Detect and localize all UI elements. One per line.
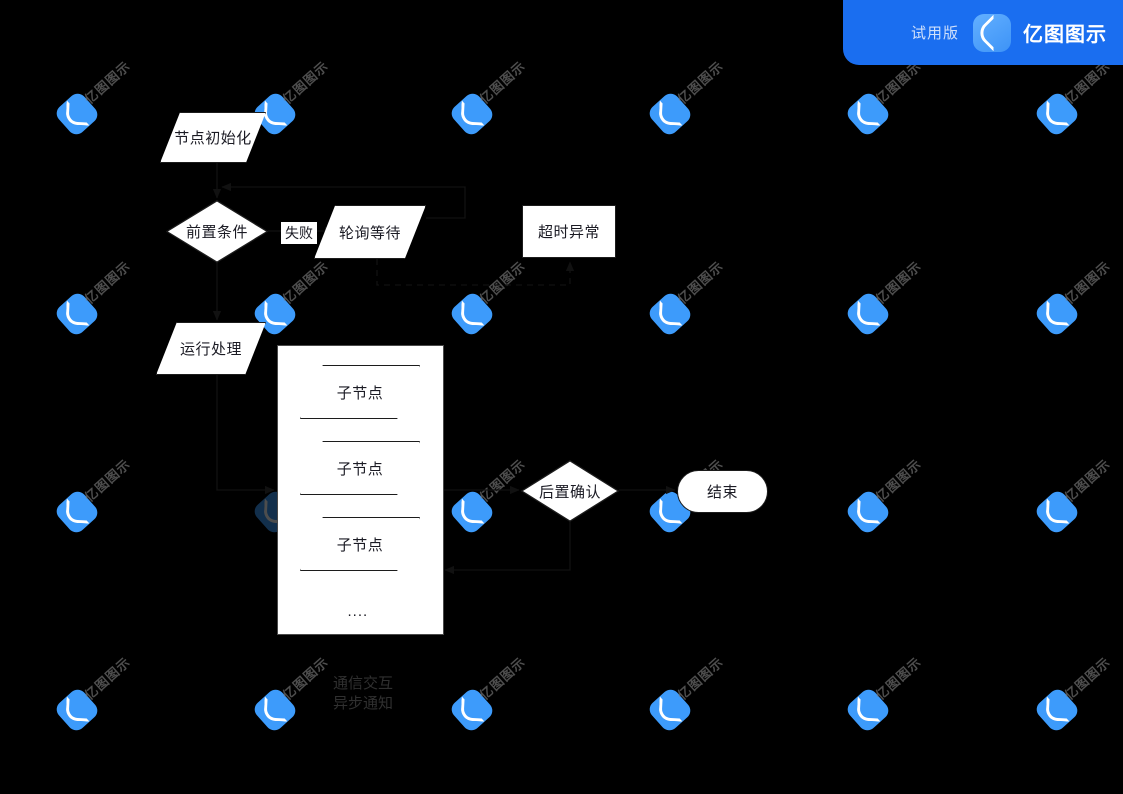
node-timeout-label: 超时异常 [537, 224, 600, 241]
node-child-2[interactable]: 子节点 [300, 441, 420, 495]
node-end-label: 结束 [706, 484, 738, 501]
node-precond-label: 前置条件 [185, 224, 248, 241]
node-run-label: 运行处理 [179, 341, 242, 358]
edraw-logo-icon [973, 13, 1012, 52]
node-postok[interactable]: 后置确认 [521, 460, 619, 522]
node-init[interactable]: 节点初始化 [160, 112, 266, 163]
edge-run-to-subnode-group [216, 375, 275, 495]
node-poll-label: 轮询等待 [338, 224, 401, 242]
node-child-3-label: 子节点 [336, 536, 384, 554]
trial-label: 试用版 [910, 25, 959, 42]
note-async: 异步通知 [333, 695, 394, 712]
node-child-3[interactable]: 子节点 [300, 517, 420, 571]
trial-banner[interactable]: 试用版 亿图图示 [843, 0, 1123, 65]
node-precond[interactable]: 前置条件 [166, 200, 268, 263]
brand-name: 亿图图示 [1023, 24, 1107, 46]
node-child-1[interactable]: 子节点 [300, 365, 420, 419]
node-child-1-label: 子节点 [336, 384, 384, 402]
node-child-2-label: 子节点 [336, 460, 384, 478]
note-communication: 通信交互 [333, 675, 394, 692]
edge-poll-to-timeout [376, 259, 575, 286]
node-run[interactable]: 运行处理 [156, 322, 266, 375]
edge-postok-back-to-subnode-group [444, 522, 571, 575]
node-timeout[interactable]: 超时异常 [522, 205, 616, 258]
subnode-group-ellipsis: .... [347, 603, 369, 620]
node-postok-label: 后置确认 [538, 483, 601, 501]
edge-poll-loop-back [221, 182, 466, 219]
node-init-label: 节点初始化 [174, 130, 252, 147]
node-poll[interactable]: 轮询等待 [314, 205, 426, 259]
edge-label-fail: 失败 [281, 222, 317, 244]
node-end[interactable]: 结束 [677, 470, 768, 513]
